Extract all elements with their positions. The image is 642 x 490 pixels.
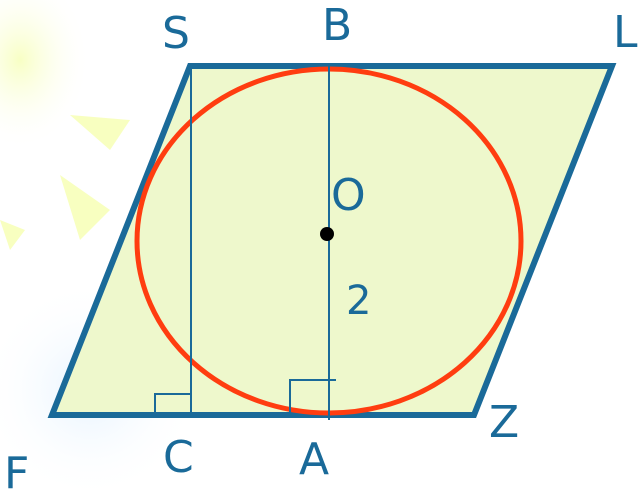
label-a: A <box>299 434 329 485</box>
label-o: O <box>331 170 366 221</box>
right-angle-marker-c <box>154 393 191 415</box>
label-b: B <box>322 0 352 51</box>
radius-label: 2 <box>346 278 371 324</box>
label-s: S <box>162 8 190 59</box>
label-f: F <box>4 448 29 490</box>
center-point-o <box>320 227 334 241</box>
label-l: L <box>613 7 638 58</box>
label-c: C <box>163 432 194 483</box>
right-angle-marker-a <box>289 379 336 415</box>
label-z: Z <box>489 397 519 448</box>
